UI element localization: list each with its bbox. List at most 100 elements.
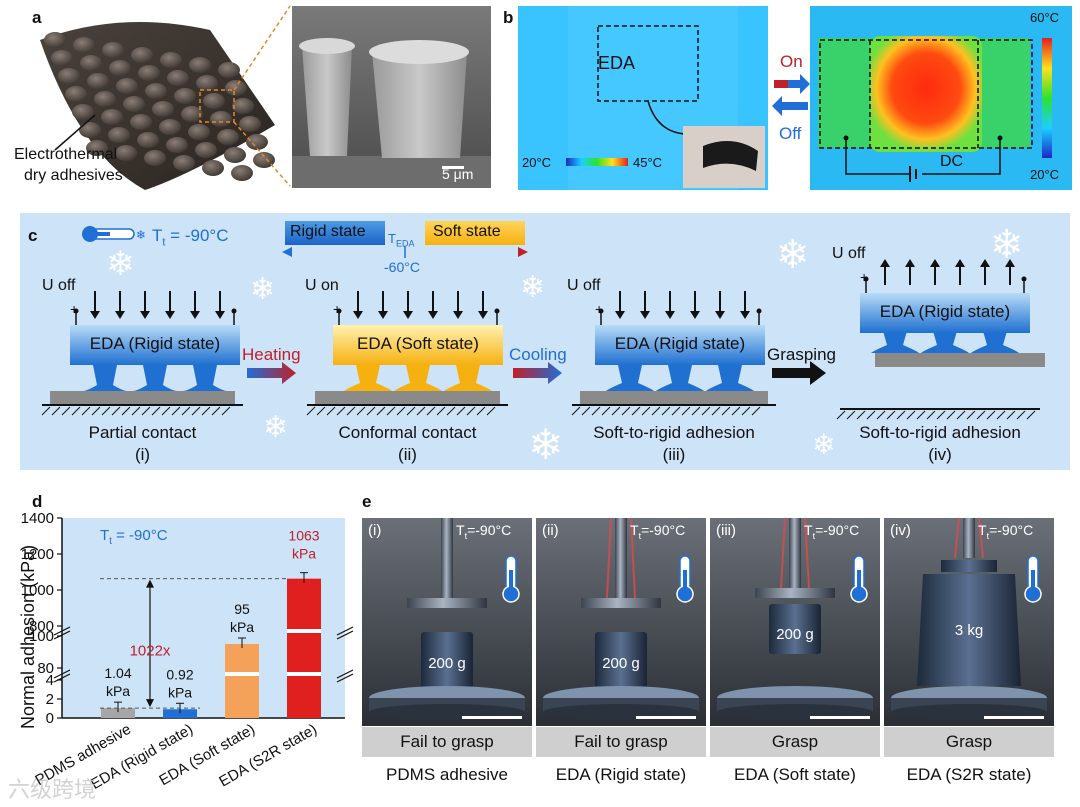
grasp-result-label: Grasp [710, 727, 880, 757]
y-tick-label: 4 [46, 672, 54, 689]
value-unit: kPa [106, 683, 130, 699]
snowflake-icon: ❄ [250, 273, 276, 306]
pillar [189, 57, 211, 73]
grasp-photo-1 [536, 518, 706, 726]
grasp-result-label: Grasp [884, 727, 1054, 757]
pillar [167, 70, 189, 86]
voltage-label: U off [832, 245, 866, 262]
pillar [51, 50, 73, 66]
pillar [102, 42, 124, 58]
y-tick-label: 1200 [21, 546, 54, 563]
pillar [94, 91, 116, 107]
photo-roman: (ii) [542, 522, 559, 539]
panel-c-label: c [28, 226, 38, 245]
pillar [72, 104, 94, 120]
pillar [116, 78, 138, 94]
teda-label: TEDA [388, 231, 415, 249]
pillar [152, 101, 174, 117]
weight-label: 200 g [428, 655, 466, 672]
electrothermal-adhesive-render [40, 5, 291, 190]
value-unit: kPa [292, 546, 316, 562]
cooling-label: Cooling [509, 345, 567, 364]
snowflake-icon: ❄ [263, 411, 289, 444]
step-roman: (iii) [662, 445, 686, 464]
pillar [173, 155, 195, 171]
y-tick-label: 80 [37, 660, 54, 677]
soft-state-label: Soft state [433, 223, 501, 240]
thermal-image-on [810, 6, 1072, 190]
scale2-max-label: 60°C [1030, 10, 1060, 25]
value-label: 1063 [288, 528, 319, 544]
photo-caption: EDA (S2R state) [906, 765, 1032, 784]
pillar [239, 116, 261, 132]
pillar [231, 165, 253, 181]
eda-label-thermal: EDA [598, 53, 636, 73]
eda-block-label: EDA (Rigid state) [879, 302, 1011, 321]
pillar [144, 150, 166, 166]
on-off-arrows [772, 74, 810, 116]
pillar [123, 96, 145, 112]
pillar [218, 62, 240, 78]
x-category-label: EDA (Rigid state) [88, 721, 196, 793]
pillar [109, 60, 131, 76]
step-roman: (ii) [398, 445, 417, 464]
grasp-result-label: Fail to grasp [362, 727, 532, 757]
annotation-line1: Electrothermal [14, 146, 118, 163]
photo-caption: EDA (Rigid state) [555, 765, 687, 784]
pillar [246, 134, 268, 150]
weight-label: 3 kg [954, 622, 984, 639]
pillar [217, 129, 239, 145]
bar-3 [287, 578, 321, 718]
pillar [166, 137, 188, 153]
dc-label: DC [940, 153, 964, 170]
temperature-arrow [282, 246, 528, 258]
panel-d-label: d [32, 492, 43, 511]
y-tick-label: 800 [29, 618, 54, 635]
pillar [160, 52, 182, 68]
pillar [80, 55, 102, 71]
panel-e-label: e [362, 492, 372, 511]
bar-2 [225, 644, 259, 718]
pillar [65, 86, 87, 102]
y-tick-label: 1400 [21, 510, 54, 527]
grasp-photo-2 [710, 518, 880, 726]
value-label: 95 [234, 601, 250, 617]
thermometer-icon: ❄ [82, 226, 146, 242]
annotation-line2: dry adhesives [24, 167, 123, 184]
heating-label: Heating [242, 345, 301, 364]
pillar [138, 65, 160, 81]
pillar [86, 140, 108, 156]
step-roman: (i) [134, 445, 151, 464]
step-caption: Partial contact [88, 423, 197, 442]
rigid-state-bar [285, 221, 385, 245]
step-caption: Soft-to-rigid adhesion [593, 423, 755, 442]
plus-sign: + [70, 301, 79, 317]
pillar [44, 32, 66, 48]
soft-state-bar [425, 221, 525, 245]
snowflake-icon: ❄ [528, 421, 564, 468]
pillar [101, 109, 123, 125]
step-roman: (iv) [928, 445, 952, 464]
pillar [130, 114, 152, 130]
voltage-label: U off [42, 277, 76, 294]
pillar [181, 106, 203, 122]
pillar [232, 98, 254, 114]
photo-temp-label: Tt=-90°C [456, 522, 512, 541]
value-unit: kPa [230, 619, 254, 635]
y-tick-label: 2 [46, 691, 54, 708]
panel-c-temp: Tt = -90°C [152, 226, 229, 249]
plus-sign: + [595, 301, 604, 317]
pillar [73, 37, 95, 53]
photo-temp-label: Tt=-90°C [804, 522, 860, 541]
teda-value: -60°C [384, 259, 420, 275]
y-tick-label: 100 [29, 628, 54, 645]
pillar [174, 88, 196, 104]
pillar [210, 111, 232, 127]
sem-image [292, 6, 491, 188]
pillar [58, 68, 80, 84]
minus-sign: - [495, 301, 500, 317]
y-tick-label: 0 [46, 710, 54, 727]
scale-max-label: 45°C [633, 155, 663, 170]
fold-label: 1022x [130, 642, 171, 659]
voltage-label: U on [305, 277, 339, 294]
